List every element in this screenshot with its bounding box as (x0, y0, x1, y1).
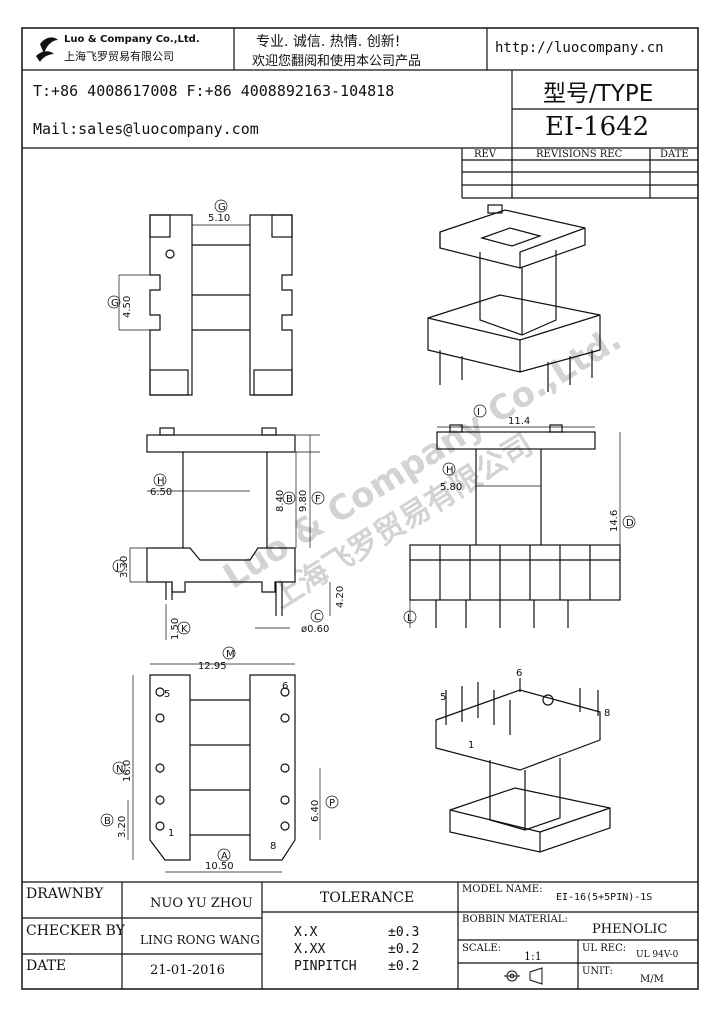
pin-6-iso: 6 (516, 668, 522, 679)
model-name-value: EI-16(5+5PIN)-1S (556, 892, 653, 903)
callout-a: A (221, 851, 228, 862)
type-value: EI-1642 (545, 112, 650, 142)
dim-n-text: 16.0 (122, 760, 133, 782)
tolerance-xxx-key: X.XX (294, 942, 326, 957)
header-grid (22, 28, 698, 199)
callout-g2: G (111, 298, 119, 309)
tolerance-xx-key: X.X (294, 925, 318, 940)
dim-hb-text: 5.80 (440, 482, 462, 493)
callout-n: N (116, 764, 123, 775)
callout-pb: P (329, 798, 335, 809)
scale-label: SCALE: (462, 943, 502, 954)
unit-value: M/M (640, 974, 664, 985)
model-name-label: MODEL NAME: (462, 884, 543, 895)
tolerance-label: TOLERANCE (320, 890, 415, 906)
dim-c-text: ø0.60 (301, 624, 329, 635)
type-label: 型号/TYPE (543, 81, 654, 107)
callout-b: B (286, 494, 293, 505)
callout-e: C (314, 612, 321, 623)
callout-bb: B (104, 816, 111, 827)
pin-1-iso: 1 (468, 740, 474, 751)
callout-d: D (626, 518, 634, 529)
unit-label: UNIT: (582, 966, 613, 977)
callout-j: J (115, 562, 119, 573)
drawnby-label: DRAWNBY (26, 886, 104, 902)
front-view (409, 424, 621, 628)
callout-g: G (218, 202, 226, 213)
dim-j-text: 3.30 (119, 556, 130, 578)
company-logo-icon (36, 37, 58, 62)
tolerance-pinpitch-value: ±0.2 (388, 959, 420, 974)
tolerance-pinpitch-key: PINPITCH (294, 959, 357, 974)
dim-i-text: 11.4 (508, 416, 530, 427)
pin-1-bottom: 1 (168, 828, 174, 839)
contact-email[interactable]: Mail:sales@luocompany.com (33, 120, 259, 138)
drawnby-value: NUO YU ZHOU (150, 896, 253, 911)
dim-h-text: 6.50 (150, 487, 172, 498)
callout-f: F (315, 494, 321, 505)
dim-pb-text: 6.40 (310, 800, 321, 822)
callout-i: I (477, 407, 480, 418)
checker-value: LING RONG WANG (140, 933, 260, 947)
callout-l: L (407, 613, 413, 624)
isometric-view-bottom (435, 678, 611, 853)
dim-m-text: 12.95 (198, 661, 227, 672)
company-name-cn: 上海飞罗贸易有限公司 (64, 50, 174, 63)
watermark-en: Luo & Company Co.,Ltd. (216, 319, 628, 597)
tolerance-xx-value: ±0.3 (388, 925, 420, 940)
dim-a-text: 10.50 (205, 861, 234, 872)
website-link[interactable]: http://luocompany.cn (495, 40, 664, 56)
revisions-col-rec: REVISIONS REC (536, 149, 623, 160)
tolerance-xxx-value: ±0.2 (388, 942, 420, 957)
callout-h: H (157, 476, 165, 487)
callout-hb: H (446, 465, 454, 476)
dim-k-text: 1.50 (170, 618, 181, 640)
side-view (146, 427, 296, 616)
revisions-col-date: DATE (660, 149, 689, 160)
ul-rec-value: UL 94V-0 (636, 950, 679, 960)
isometric-view-top (427, 204, 601, 392)
front-view-dims (403, 404, 636, 628)
pin-6-bottom: 6 (282, 681, 288, 692)
date-label: DATE (26, 958, 67, 974)
revisions-col-rev: REV (474, 149, 497, 160)
dim-b-text: 8.40 (275, 490, 286, 512)
dim-d-text: 14.6 (609, 510, 620, 532)
date-value: 21-01-2016 (150, 963, 225, 978)
company-name-en: Luo & Company Co.,Ltd. (64, 34, 200, 45)
dim-bb-text: 3.20 (117, 816, 128, 838)
dim-g-text: 5.10 (208, 213, 230, 224)
callout-k: K (181, 624, 188, 635)
pin-5-iso: 5 (440, 692, 446, 703)
welcome-text: 欢迎您翻阅和使用本公司产品 (252, 54, 422, 69)
bottom-view (149, 674, 296, 861)
pin-8-iso: 8 (604, 708, 610, 719)
checker-label: CHECKER BY (26, 923, 125, 939)
projection-symbol-icon (504, 967, 543, 985)
top-view-dims (107, 199, 250, 331)
top-view (149, 214, 293, 396)
dim-g2-text: 4.50 (122, 296, 133, 318)
bobbin-material-value: PHENOLIC (592, 922, 668, 937)
contact-phone-fax: T:+86 4008617008 F:+86 4008892163-104818 (33, 82, 395, 100)
company-slogan: 专业. 诚信. 热情. 创新! (256, 34, 401, 50)
dim-e-text: 4.20 (335, 586, 346, 608)
side-view-dims (112, 434, 331, 640)
footer-grid (22, 881, 698, 989)
pin-8-bottom: 8 (270, 841, 276, 852)
bottom-view-dims (100, 646, 339, 873)
callout-m: M (226, 649, 235, 660)
pin-5-bottom: 5 (164, 689, 170, 700)
scale-value: 1:1 (524, 950, 542, 963)
bobbin-material-label: BOBBIN MATERIAL: (462, 914, 568, 925)
dim-f-text: 9.80 (298, 490, 309, 512)
ul-rec-label: UL REC: (582, 943, 627, 954)
